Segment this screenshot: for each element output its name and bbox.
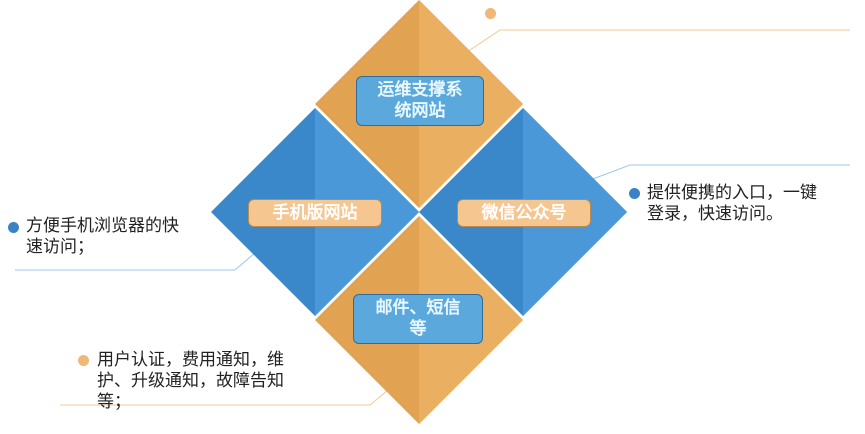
diamond-right-label: 微信公众号	[457, 199, 591, 227]
diamond-top-label: 运维支撑系 统网站	[356, 76, 484, 126]
right-connector-line	[589, 164, 850, 181]
left-bullet-dot	[8, 222, 19, 233]
diamond-left-label: 手机版网站	[248, 199, 382, 227]
right-description: 提供便携的入口，一键 登录，快速访问。	[647, 183, 817, 224]
left-description: 方便手机浏览器的快 速访问；	[26, 216, 179, 257]
right-bullet-dot	[629, 188, 640, 199]
top-bullet-dot	[485, 8, 496, 19]
top-connector-line	[454, 29, 850, 61]
diamond-bottom-label: 邮件、短信 等	[353, 294, 483, 344]
bottom-bullet-dot	[78, 355, 89, 366]
bottom-description: 用户认证，费用通知，维 护、升级通知，故障告知 等；	[97, 350, 284, 412]
